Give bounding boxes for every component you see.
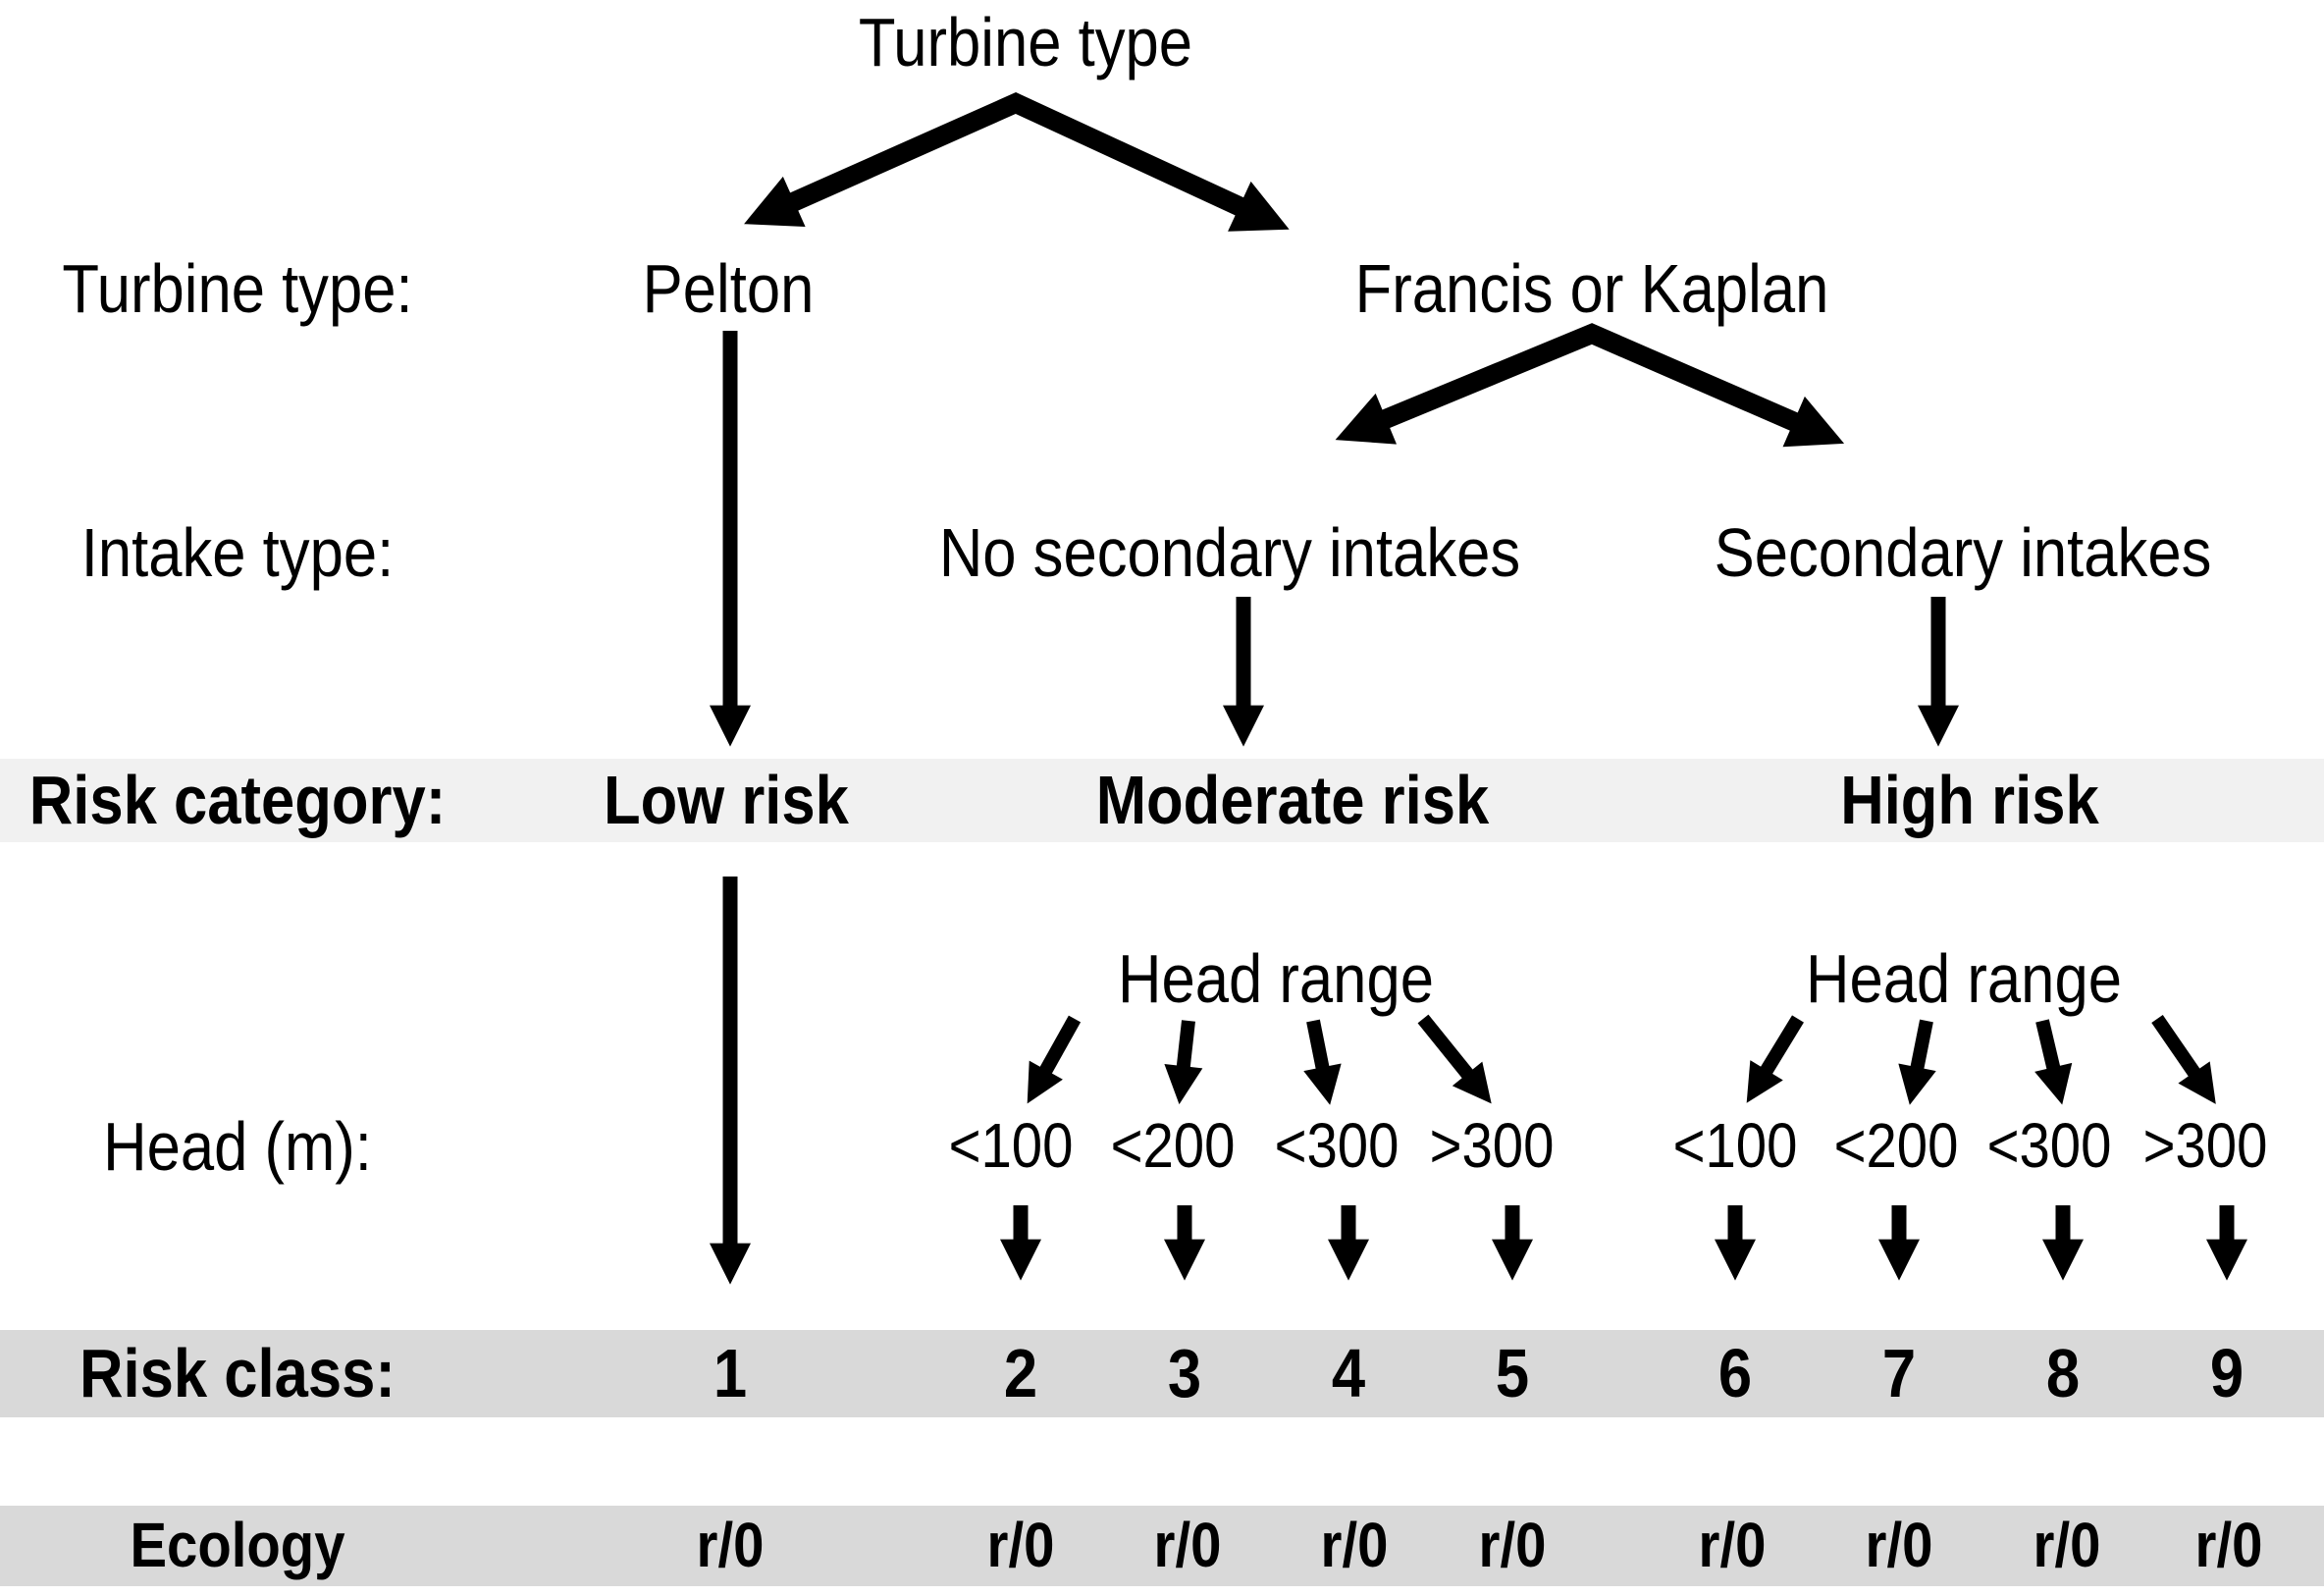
node-no-secondary-intakes: No secondary intakes <box>938 514 1521 591</box>
ecology-value-3: r/0 <box>1153 1510 1222 1580</box>
row-label-intake-type: Intake type: <box>80 514 395 591</box>
head-value-moderate-lt300: <300 <box>1274 1110 1400 1181</box>
head-value-moderate-lt100: <100 <box>948 1110 1074 1181</box>
ecology-value-9: r/0 <box>2194 1510 2263 1580</box>
node-moderate-risk: Moderate risk <box>1095 762 1490 838</box>
head-value-moderate-gt300: >300 <box>1429 1110 1555 1181</box>
ecology-value-4: r/0 <box>1320 1510 1389 1580</box>
ecology-band <box>0 1506 2324 1586</box>
risk-class-4: 4 <box>1331 1335 1366 1411</box>
arrow-headrange-high-2 <box>1898 1019 1936 1105</box>
risk-class-1: 1 <box>713 1335 748 1411</box>
ecology-value-5: r/0 <box>1478 1510 1547 1580</box>
arrow-headrange-moderate-3 <box>1303 1019 1342 1105</box>
risk-class-5: 5 <box>1495 1335 1530 1411</box>
arrow-headrange-high-3 <box>2034 1019 2073 1105</box>
node-francis-or-kaplan: Francis or Kaplan <box>1354 250 1829 327</box>
node-secondary-intakes: Secondary intakes <box>1714 514 2212 591</box>
ecology-value-8: r/0 <box>2033 1510 2101 1580</box>
arrow-headrange-high-1 <box>1746 1015 1804 1103</box>
arrow-turbine-type-split <box>744 92 1290 232</box>
risk-category-band <box>0 759 2324 842</box>
arrow-headrange-high-4 <box>2151 1015 2216 1104</box>
risk-class-9: 9 <box>2209 1335 2245 1411</box>
risk-class-7: 7 <box>1881 1335 1917 1411</box>
risk-class-8: 8 <box>2045 1335 2081 1411</box>
head-value-moderate-lt200: <200 <box>1110 1110 1236 1181</box>
risk-class-6: 6 <box>1717 1335 1753 1411</box>
risk-class-2: 2 <box>1003 1335 1038 1411</box>
ecology-value-1: r/0 <box>696 1510 765 1580</box>
ecology-value-7: r/0 <box>1865 1510 1933 1580</box>
head-range-label-high: Head range <box>1806 940 2122 1017</box>
diagram-title: Turbine type <box>858 4 1193 80</box>
head-range-label-moderate: Head range <box>1118 940 1434 1017</box>
head-value-high-lt200: <200 <box>1833 1110 1959 1181</box>
arrow-headrange-moderate-2 <box>1164 1020 1203 1105</box>
row-label-risk-class: Risk class: <box>79 1335 396 1411</box>
head-value-high-lt100: <100 <box>1672 1110 1798 1181</box>
row-label-turbine-type: Turbine type: <box>62 250 413 327</box>
head-value-high-gt300: >300 <box>2142 1110 2268 1181</box>
ecology-value-6: r/0 <box>1698 1510 1767 1580</box>
head-value-high-lt300: <300 <box>1986 1110 2112 1181</box>
arrow-headrange-moderate-4 <box>1417 1014 1492 1104</box>
row-label-risk-category: Risk category: <box>28 762 447 838</box>
risk-class-band <box>0 1330 2324 1417</box>
arrow-francis-kaplan-split <box>1335 323 1845 448</box>
row-label-head-m: Head (m): <box>103 1108 372 1185</box>
node-low-risk: Low risk <box>604 762 849 838</box>
risk-class-3: 3 <box>1167 1335 1202 1411</box>
node-high-risk: High risk <box>1840 762 2099 838</box>
ecology-value-2: r/0 <box>986 1510 1055 1580</box>
node-pelton: Pelton <box>642 250 815 327</box>
arrow-headrange-moderate-1 <box>1027 1015 1082 1104</box>
row-label-ecology: Ecology <box>130 1510 345 1580</box>
